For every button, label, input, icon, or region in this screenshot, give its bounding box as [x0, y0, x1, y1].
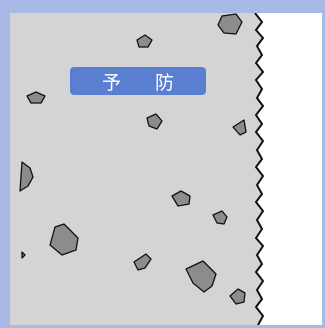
frame-left — [0, 0, 10, 328]
aggregate-stone — [21, 251, 26, 259]
frame-bottom — [0, 325, 325, 328]
aggregate-stone — [229, 288, 246, 305]
aggregate-stone — [212, 210, 228, 225]
crack-edge — [254, 12, 265, 326]
aggregate-stone — [217, 13, 243, 35]
prevention-label: 予 防 — [70, 67, 206, 95]
frame-top — [0, 0, 325, 13]
aggregate-stone — [49, 223, 79, 256]
aggregate-stone — [133, 253, 152, 271]
aggregate-stone — [26, 91, 46, 104]
aggregate-stone — [185, 260, 217, 293]
concrete-body — [10, 13, 263, 325]
aggregate-stone — [19, 161, 34, 192]
aggregate-stone — [171, 190, 191, 207]
aggregate-stone — [232, 119, 247, 136]
aggregate-stone — [146, 113, 163, 130]
aggregate-stone — [136, 34, 153, 48]
frame-right — [322, 0, 325, 328]
